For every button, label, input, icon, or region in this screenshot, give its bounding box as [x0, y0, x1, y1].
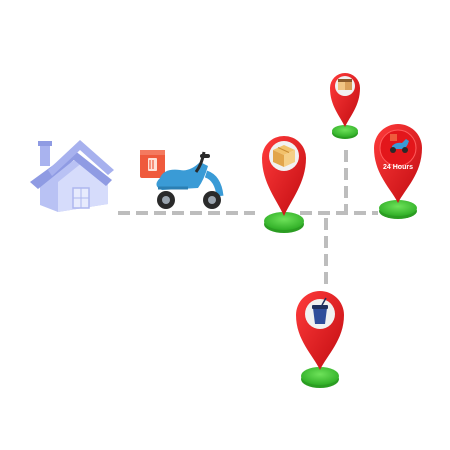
drink-cup-icon — [312, 297, 328, 324]
delivery-scooter-icon — [390, 134, 409, 153]
home-house-icon — [30, 140, 114, 212]
pin-caption-24-hours: 24 Hours — [383, 164, 413, 171]
delivery-scooter-icon — [140, 150, 224, 209]
pin-drink — [296, 291, 344, 388]
route-path — [118, 150, 378, 290]
pin-order — [330, 73, 360, 139]
package-box-icon — [273, 145, 295, 167]
order-bag-icon — [338, 79, 352, 90]
pin-express: 24 Hours — [374, 124, 422, 219]
pin-package — [262, 136, 306, 233]
